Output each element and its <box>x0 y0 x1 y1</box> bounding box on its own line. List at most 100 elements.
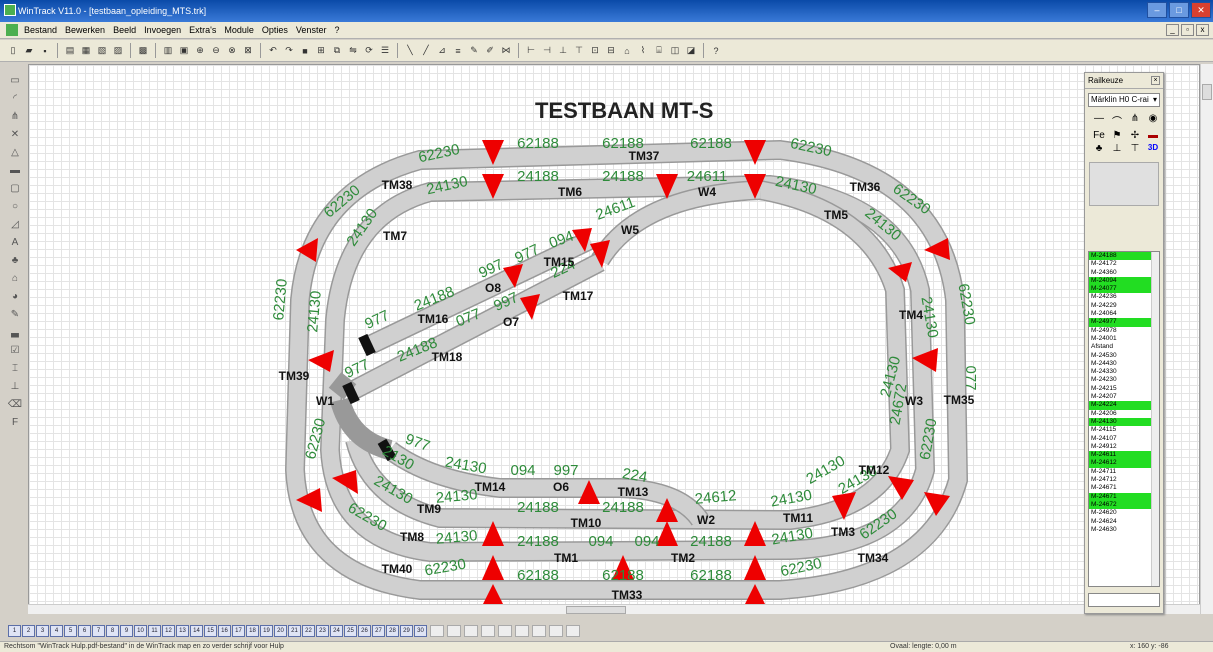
page-tab[interactable]: 27 <box>372 625 385 637</box>
track-section-id[interactable]: W2 <box>697 513 715 527</box>
page-tab[interactable]: 7 <box>92 625 105 637</box>
measure-icon[interactable]: ⊢ <box>527 45 535 55</box>
print-preview-icon[interactable]: ▤ <box>65 45 75 55</box>
track-section-id[interactable]: TM7 <box>383 229 407 243</box>
line-icon[interactable]: ╲ <box>407 45 413 55</box>
maximize-button[interactable]: □ <box>1169 2 1189 18</box>
page-tab[interactable]: 11 <box>148 625 161 637</box>
track-part-item[interactable]: M-24229 <box>1091 301 1117 309</box>
track-part-item[interactable]: M-24215 <box>1091 384 1117 392</box>
track-section-id[interactable]: TM39 <box>279 369 310 383</box>
track-section-id[interactable]: W3 <box>905 394 923 408</box>
straight-track-tool-icon[interactable]: ▭ <box>10 74 20 86</box>
turntable-tool-icon[interactable]: △ <box>11 146 19 158</box>
zoom-fit-icon[interactable]: ⊗ <box>228 45 236 55</box>
track-section-id[interactable]: O6 <box>553 480 569 494</box>
signal-marker[interactable] <box>296 488 322 512</box>
page-tab[interactable]: 14 <box>190 625 203 637</box>
menu-opties[interactable]: Opties <box>261 25 288 35</box>
height-icon[interactable]: ⊣ <box>543 45 551 55</box>
doc-minimize-button[interactable]: _ <box>1166 24 1179 36</box>
export-icon[interactable]: ◪ <box>686 45 696 55</box>
scroll-thumb[interactable] <box>566 606 626 614</box>
page-tab[interactable]: 30 <box>414 625 427 637</box>
letter-a-tool-icon[interactable]: A <box>11 236 19 248</box>
signal-marker[interactable] <box>924 238 950 260</box>
signal-icon[interactable]: ✎ <box>470 45 478 55</box>
doc-restore-button[interactable]: ▫ <box>1181 24 1194 36</box>
track-part-item[interactable]: M-24912 <box>1091 442 1117 450</box>
page-view-icon[interactable] <box>498 625 512 637</box>
scroll-thumb[interactable] <box>1202 84 1212 100</box>
signal-marker[interactable] <box>912 348 938 372</box>
horizontal-scrollbar[interactable] <box>28 604 1200 614</box>
train-icon[interactable]: ◉ <box>1148 113 1158 124</box>
new-file-icon[interactable]: ▯ <box>10 45 16 55</box>
track-section-id[interactable]: TM15 <box>544 255 575 269</box>
delete-icon[interactable]: ■ <box>302 45 308 56</box>
track-part-item[interactable]: M-24672 <box>1089 500 1159 510</box>
signal-marker[interactable] <box>744 521 766 546</box>
page-tab[interactable]: 24 <box>330 625 343 637</box>
signal-marker[interactable] <box>744 555 766 580</box>
track-section-id[interactable]: TM3 <box>831 525 855 539</box>
bridge-icon[interactable]: ⊥ <box>1112 143 1122 154</box>
track-section-id[interactable]: TM34 <box>858 551 889 565</box>
track-section-id[interactable]: TM40 <box>382 562 413 576</box>
page-tab[interactable]: 17 <box>232 625 245 637</box>
rectangle-tool-icon[interactable]: ▢ <box>10 182 20 194</box>
page-tab[interactable]: 13 <box>176 625 189 637</box>
page-tab[interactable]: 12 <box>162 625 175 637</box>
track-part-item[interactable]: M-24077 <box>1089 285 1159 294</box>
track-section-id[interactable]: W1 <box>316 394 334 408</box>
catenary-icon[interactable]: ⌇ <box>640 45 646 55</box>
track-icon[interactable]: ― <box>1094 113 1104 124</box>
signal-marker[interactable] <box>482 555 504 580</box>
font-tool-icon[interactable]: F <box>11 416 19 428</box>
signal-marker[interactable] <box>482 584 504 606</box>
track-part-item[interactable]: M-24094 <box>1089 276 1159 286</box>
measure-tool-icon[interactable]: ⌶ <box>12 362 18 374</box>
track-section-id[interactable]: TM36 <box>850 180 881 194</box>
brand-select[interactable]: Märklin H0 C-rai <box>1088 93 1160 107</box>
page-tab[interactable]: 6 <box>78 625 91 637</box>
track-section-id[interactable]: TM37 <box>629 149 660 163</box>
track-part-item[interactable]: M-24064 <box>1091 310 1117 318</box>
fe-icon[interactable]: Fe <box>1093 130 1105 141</box>
page-tab[interactable]: 8 <box>106 625 119 637</box>
track-part-item[interactable]: M-24130 <box>1089 417 1159 427</box>
page-tab[interactable]: 26 <box>358 625 371 637</box>
help-icon[interactable]: ? <box>713 45 719 56</box>
scenery-icon[interactable]: ⊟ <box>607 45 615 55</box>
check-tool-icon[interactable]: ☑ <box>10 344 20 356</box>
doc-close-button[interactable]: x <box>1196 24 1209 36</box>
track-part-item[interactable]: M-24115 <box>1091 426 1117 434</box>
module-icon[interactable]: ⊡ <box>591 45 599 55</box>
signal-marker[interactable] <box>590 240 610 268</box>
view-3d-button[interactable]: 3D <box>1147 143 1159 152</box>
text-tool-icon[interactable]: ▬ <box>10 164 20 176</box>
track-part-item[interactable]: M-24188 <box>1089 252 1159 261</box>
page-tab[interactable]: 25 <box>344 625 357 637</box>
signal-marker[interactable] <box>578 480 600 504</box>
zoom-in-icon[interactable]: ⊕ <box>196 45 204 55</box>
page-tab[interactable]: 29 <box>400 625 413 637</box>
panel-close-icon[interactable]: × <box>1151 76 1160 85</box>
track-part-item[interactable]: M-24172 <box>1091 260 1117 268</box>
signal-marker[interactable] <box>612 555 634 580</box>
track-part-item[interactable]: M-24230 <box>1091 376 1117 384</box>
chart-icon[interactable]: ▥ <box>163 45 173 55</box>
redo-icon[interactable]: ↷ <box>285 45 293 55</box>
signal-marker[interactable] <box>332 470 358 494</box>
menu-invoegen[interactable]: Invoegen <box>144 25 182 35</box>
buffer-stop[interactable] <box>342 381 360 405</box>
undo-icon[interactable]: ↶ <box>269 45 277 55</box>
buffer-stop[interactable] <box>358 333 376 357</box>
track-section-id[interactable]: W4 <box>698 185 716 199</box>
track-part-item[interactable]: M-24360 <box>1091 268 1117 276</box>
track-part-item[interactable]: M-24206 <box>1091 409 1117 417</box>
page-tab[interactable]: 9 <box>120 625 133 637</box>
signal-marker[interactable] <box>832 492 856 520</box>
